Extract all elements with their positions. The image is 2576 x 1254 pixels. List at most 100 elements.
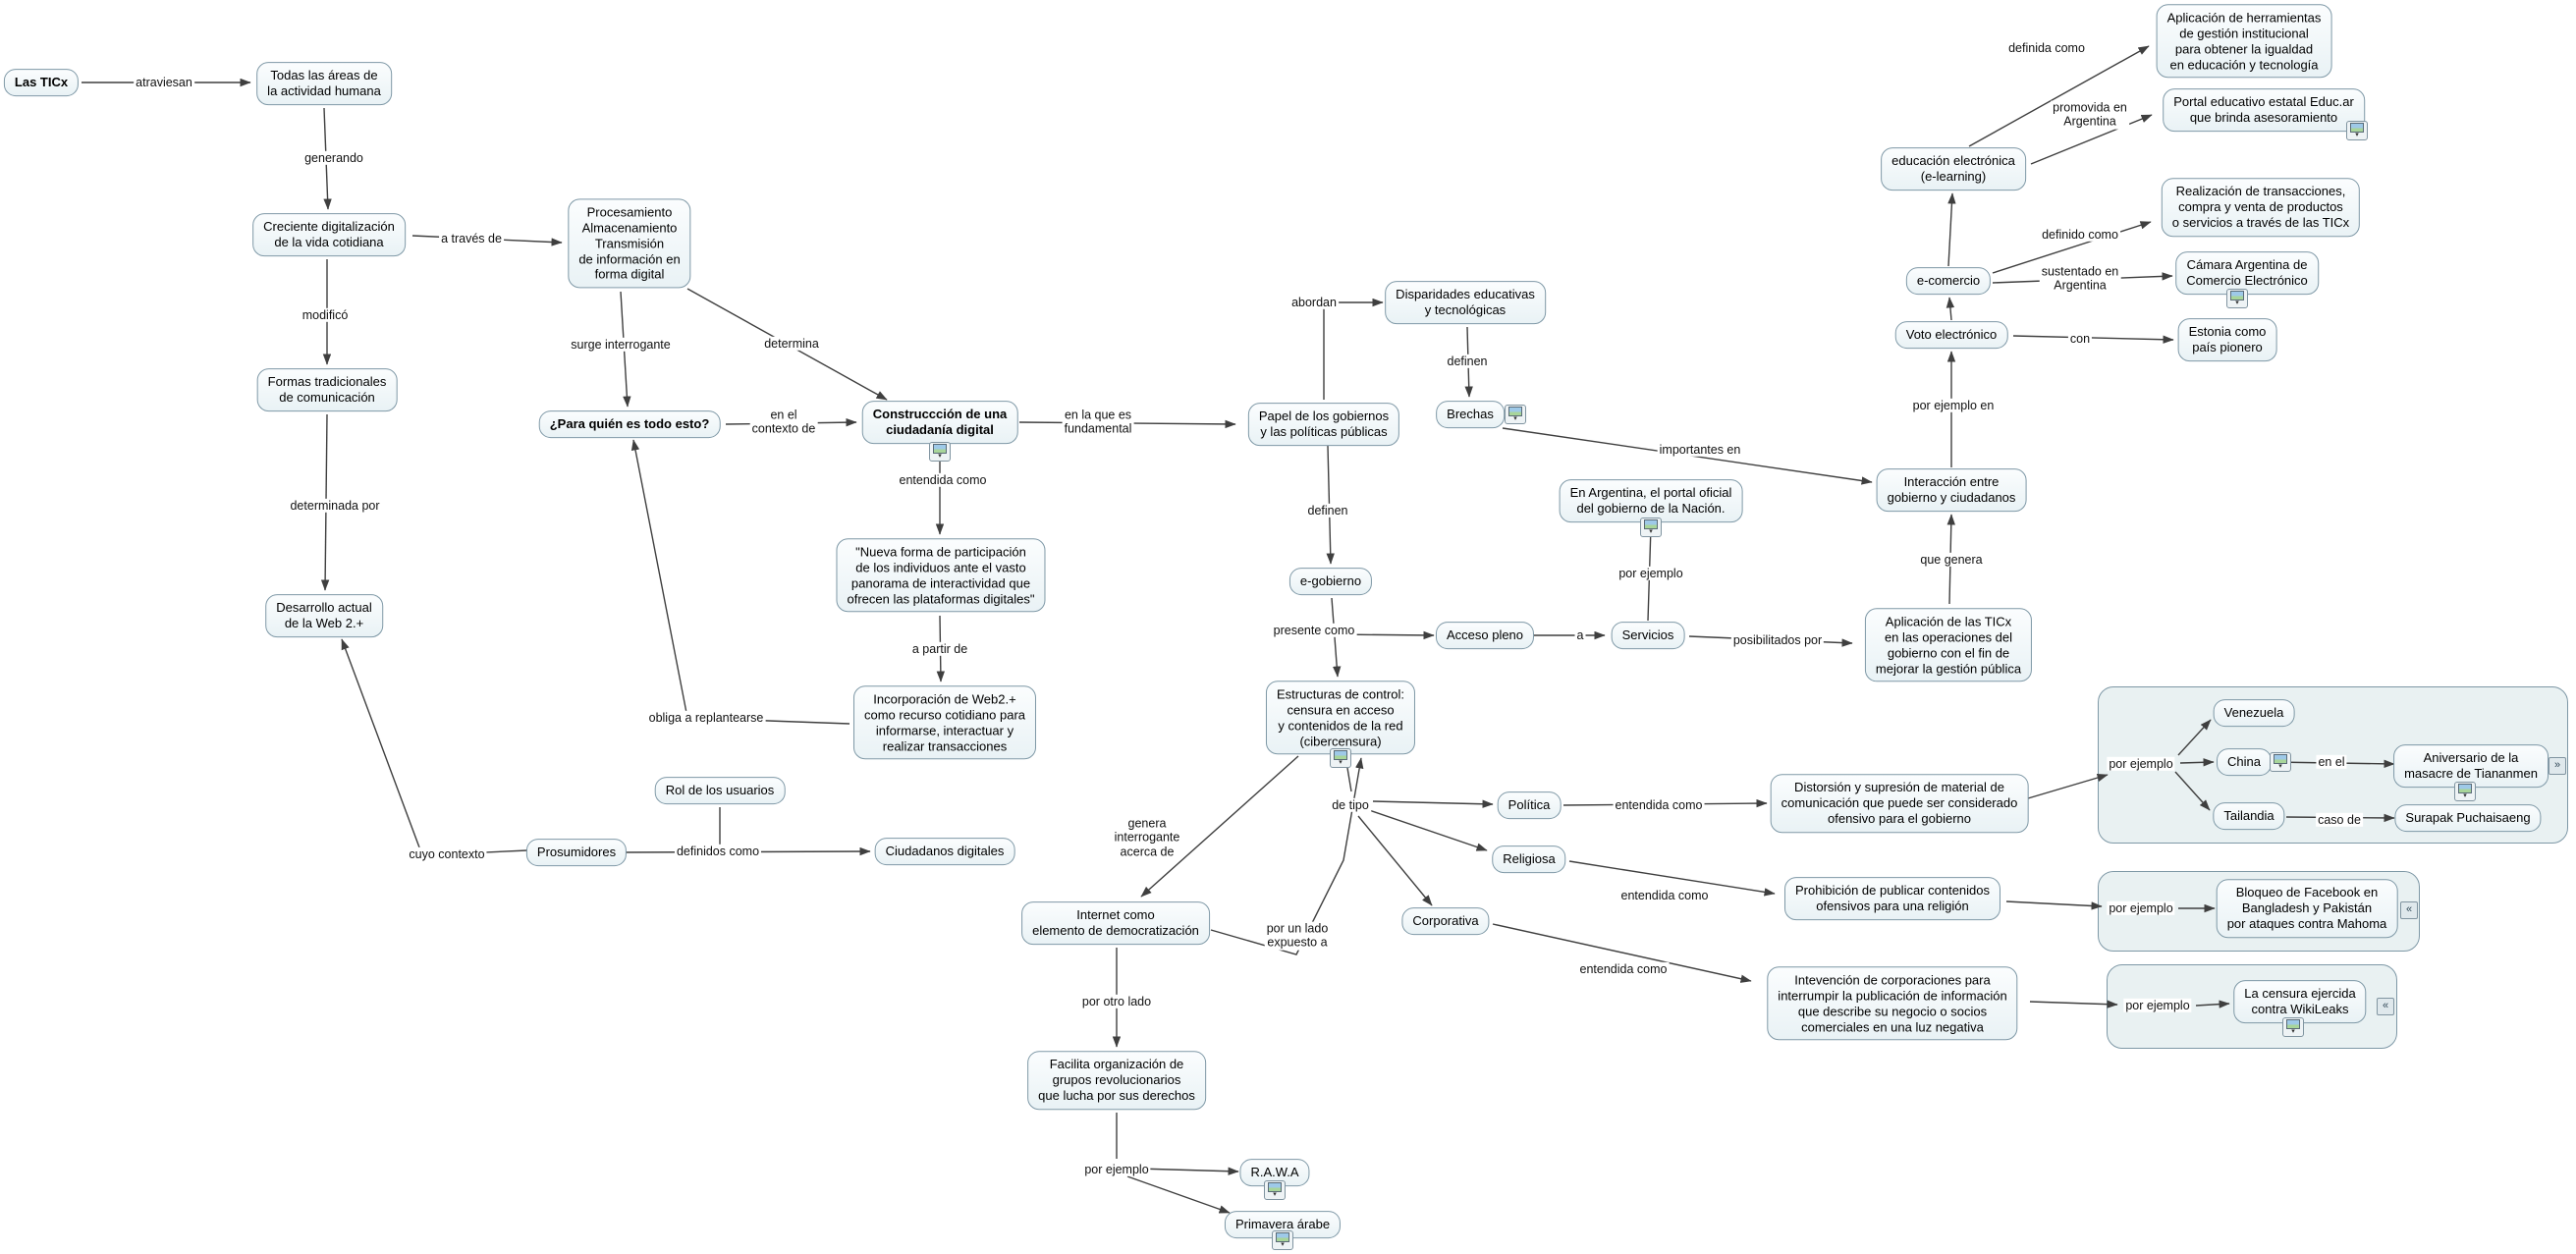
concept-node-todas-areas[interactable]: Todas las áreas de la actividad humana [256, 62, 392, 105]
concept-node-china[interactable]: China [2217, 748, 2272, 776]
concept-node-estonia[interactable]: Estonia como país pionero [2177, 318, 2277, 361]
link-label-importantes-en[interactable]: importantes en [1657, 442, 1743, 458]
link-label-determinada-por[interactable]: determinada por [288, 498, 382, 514]
link-label-de-tipo[interactable]: de tipo [1330, 797, 1371, 813]
concept-node-servicios[interactable]: Servicios [1611, 622, 1685, 649]
scroll-right-icon-box1[interactable]: » [2549, 757, 2566, 775]
link-label-por-ejemplo-facilita[interactable]: por ejemplo [1082, 1162, 1151, 1177]
concept-node-acceso-pleno[interactable]: Acceso pleno [1435, 622, 1535, 649]
concept-node-interaccion-gobierno[interactable]: Interacción entre gobierno y ciudadanos [1876, 468, 2027, 512]
scroll-left-icon-box3[interactable]: « [2377, 998, 2394, 1015]
concept-node-creciente-digitalizacion[interactable]: Creciente digitalización de la vida coti… [252, 213, 406, 256]
concept-node-incorporacion-web2[interactable]: Incorporación de Web2.+ como recurso cot… [852, 685, 1037, 760]
link-label-por-otro-lado[interactable]: por otro lado [1079, 994, 1154, 1009]
concept-node-wikileaks[interactable]: La censura ejercida contra WikiLeaks [2233, 980, 2367, 1023]
link-label-por-ejemplo-box2[interactable]: por ejemplo [2107, 900, 2175, 916]
link-label-generando[interactable]: generando [302, 150, 365, 166]
concept-node-bloqueo-facebook[interactable]: Bloqueo de Facebook en Bangladesh y Paki… [2216, 879, 2398, 938]
concept-node-construccion-ciudadania[interactable]: Construccción de una ciudadanía digital [861, 401, 1018, 444]
concept-node-las-ticx[interactable]: Las TICx [3, 69, 80, 96]
link-label-en-el-contexto-de[interactable]: en el contexto de [749, 408, 818, 437]
link-label-abordan[interactable]: abordan [1289, 295, 1339, 310]
concept-node-portal-educar[interactable]: Portal educativo estatal Educ.ar que bri… [2163, 88, 2365, 132]
link-label-por-ejemplo-box1[interactable]: por ejemplo [2107, 756, 2175, 772]
concept-node-venezuela[interactable]: Venezuela [2213, 699, 2295, 727]
link-label-en-la-que-es-fundamental[interactable]: en la que es fundamental [1062, 408, 1134, 437]
link-label-por-ejemplo-en[interactable]: por ejemplo en [1910, 398, 1997, 413]
link-label-cuyo-contexto[interactable]: cuyo contexto [407, 846, 487, 862]
link-label-definidos-como[interactable]: definidos como [674, 844, 762, 859]
concept-node-facilita-organizacion[interactable]: Facilita organización de grupos revoluci… [1027, 1051, 1206, 1110]
concept-node-procesamiento[interactable]: Procesamiento Almacenamiento Transmisión… [568, 198, 691, 289]
link-label-definida-como[interactable]: definida como [2006, 40, 2087, 56]
link-label-por-ejemplo-servicios[interactable]: por ejemplo [1617, 566, 1685, 581]
link-label-entendida-como-religiosa[interactable]: entendida como [1618, 888, 1711, 903]
link-label-genera-interrogante-acerca-de[interactable]: genera interrogante acerca de [1112, 816, 1182, 859]
concept-node-rol-usuarios[interactable]: Rol de los usuarios [654, 777, 786, 804]
link-label-modifico[interactable]: modificó [300, 307, 351, 323]
link-label-caso-de[interactable]: caso de [2316, 812, 2363, 828]
link-label-a[interactable]: a [1574, 627, 1586, 643]
concept-node-politica[interactable]: Política [1497, 791, 1562, 819]
link-label-definen-1[interactable]: definen [1445, 354, 1490, 369]
link-label-promovida-en-argentina[interactable]: promovida en Argentina [2051, 100, 2129, 130]
link-label-por-un-lado-expuesto-a[interactable]: por un lado expuesto a [1264, 921, 1331, 951]
concept-node-papel-gobiernos[interactable]: Papel de los gobiernos y las políticas p… [1247, 403, 1400, 446]
concept-node-prosumidores[interactable]: Prosumidores [525, 839, 628, 866]
concept-node-corporativa[interactable]: Corporativa [1401, 907, 1490, 935]
link-label-entendida-como-corporativa[interactable]: entendida como [1577, 961, 1670, 977]
concept-node-realizacion-transacciones[interactable]: Realización de transacciones, compra y v… [2161, 178, 2361, 237]
concept-node-educacion-electronica[interactable]: educación electrónica (e-learning) [1881, 147, 2026, 191]
concept-node-e-comercio[interactable]: e-comercio [1905, 267, 1992, 295]
concept-node-para-quien[interactable]: ¿Para quién es todo esto? [538, 410, 721, 438]
link-label-que-genera[interactable]: que genera [1918, 552, 1985, 568]
concept-node-ciudadanos-digitales[interactable]: Ciudadanos digitales [874, 838, 1015, 865]
concept-node-formas-tradicionales[interactable]: Formas tradicionales de comunicación [256, 368, 398, 411]
concept-node-prohibicion[interactable]: Prohibición de publicar contenidos ofens… [1783, 877, 2001, 920]
concept-node-religiosa[interactable]: Religiosa [1492, 845, 1566, 873]
link-label-en-el[interactable]: en el [2316, 754, 2347, 770]
link-label-presente-como[interactable]: presente como [1271, 623, 1357, 638]
link-label-posibilitados-por[interactable]: posibilitados por [1730, 632, 1825, 648]
link-label-determina[interactable]: determina [762, 336, 821, 352]
concept-node-brechas[interactable]: Brechas [1436, 401, 1505, 428]
concept-node-tailandia[interactable]: Tailandia [2213, 802, 2285, 830]
link-label-sustentado-en-argentina[interactable]: sustentado en Argentina [2039, 264, 2121, 294]
link-label-con[interactable]: con [2067, 331, 2093, 347]
resource-icon-estructuras[interactable]: ▾ [1330, 748, 1351, 768]
concept-node-nueva-forma[interactable]: "Nueva forma de participación de los ind… [836, 538, 1046, 613]
resource-icon-portal-educar[interactable]: ▾ [2346, 121, 2368, 140]
concept-node-desarrollo-web2[interactable]: Desarrollo actual de la Web 2.+ [265, 594, 383, 637]
resource-icon-primavera[interactable]: ▾ [1272, 1230, 1293, 1250]
link-label-a-traves-de[interactable]: a través de [439, 231, 504, 246]
resource-icon-rawa[interactable]: ▾ [1264, 1180, 1286, 1200]
resource-icon-argentina-portal[interactable]: ▾ [1640, 518, 1662, 537]
scroll-left-icon-box2[interactable]: « [2400, 901, 2418, 919]
link-label-obliga-a-replantearse[interactable]: obliga a replantearse [646, 710, 766, 726]
concept-node-e-gobierno[interactable]: e-gobierno [1288, 568, 1373, 595]
concept-node-camara-argentina[interactable]: Cámara Argentina de Comercio Electrónico [2175, 251, 2319, 295]
resource-icon-china[interactable]: ▾ [2270, 752, 2291, 772]
concept-node-aplicacion-herramientas[interactable]: Aplicación de herramientas de gestión in… [2156, 4, 2332, 79]
link-label-a-partir-de[interactable]: a partir de [909, 641, 970, 657]
concept-node-estructuras-control[interactable]: Estructuras de control: censura en acces… [1265, 681, 1416, 755]
resource-icon-tiananmen[interactable]: ▾ [2454, 782, 2476, 801]
concept-node-internet-democratizacion[interactable]: Internet como elemento de democratizació… [1021, 901, 1210, 945]
concept-node-disparidades[interactable]: Disparidades educativas y tecnológicas [1385, 281, 1546, 324]
link-label-entendida-como-1[interactable]: entendida como [897, 472, 989, 488]
concept-node-primavera-arabe[interactable]: Primavera árabe [1224, 1211, 1342, 1238]
resource-icon-construccion[interactable]: ▾ [929, 442, 951, 462]
link-label-surge-interrogante[interactable]: surge interrogante [569, 337, 673, 353]
concept-node-surapak[interactable]: Surapak Puchaisaeng [2394, 804, 2542, 832]
link-label-definen-2[interactable]: definen [1305, 503, 1350, 518]
resource-icon-camara[interactable]: ▾ [2226, 289, 2248, 308]
link-label-definido-como[interactable]: definido como [2040, 227, 2120, 243]
concept-node-argentina-portal[interactable]: En Argentina, el portal oficial del gobi… [1559, 479, 1743, 522]
concept-node-distorsion[interactable]: Distorsión y supresión de material de co… [1770, 774, 2029, 833]
link-label-entendida-como-politica[interactable]: entendida como [1613, 797, 1705, 813]
resource-icon-brechas[interactable]: ▾ [1505, 405, 1526, 424]
link-label-por-ejemplo-box3[interactable]: por ejemplo [2123, 998, 2192, 1013]
concept-node-intervencion[interactable]: Intevención de corporaciones para interr… [1767, 966, 2018, 1041]
concept-node-voto-electronico[interactable]: Voto electrónico [1894, 321, 2008, 349]
concept-node-aplicacion-ticx[interactable]: Aplicación de las TICx en las operacione… [1864, 608, 2033, 682]
